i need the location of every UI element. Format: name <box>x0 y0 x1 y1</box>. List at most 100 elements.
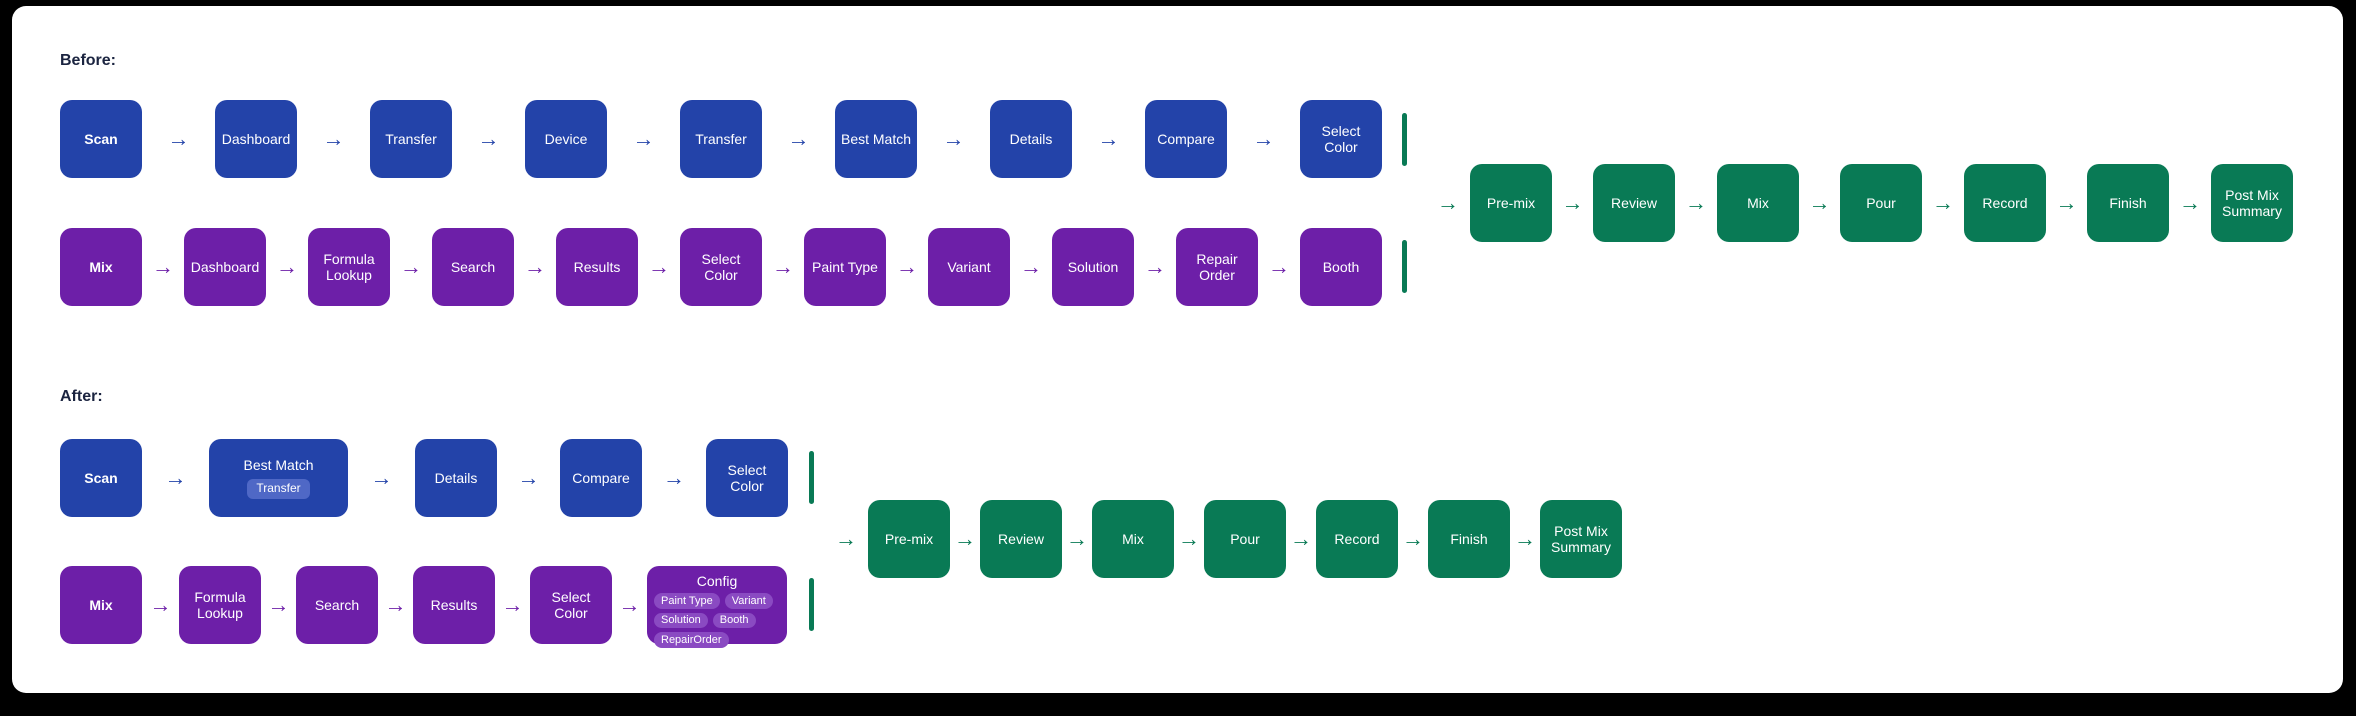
flow-node-search[interactable]: Search <box>432 228 514 306</box>
flow-node-record[interactable]: Record <box>1316 500 1398 578</box>
flow-node-label: Mix <box>1747 194 1769 211</box>
flow-node-device[interactable]: Device <box>525 100 607 178</box>
arrow-right-icon: → <box>942 126 965 151</box>
flow-node-finish[interactable]: Finish <box>1428 500 1510 578</box>
flow-node-compare[interactable]: Compare <box>1145 100 1227 178</box>
flow-node-formula-lookup[interactable]: Formula Lookup <box>179 566 261 644</box>
flow-node-compare[interactable]: Compare <box>560 439 642 517</box>
flow-node-booth[interactable]: Booth <box>1300 228 1382 306</box>
flow-node-pre-mix[interactable]: Pre-mix <box>1470 164 1552 242</box>
flow-node-mix[interactable]: Mix <box>60 228 142 306</box>
flow-node-solution[interactable]: Solution <box>1052 228 1134 306</box>
merge-bar <box>1402 240 1407 293</box>
flow-node-scan[interactable]: Scan <box>60 100 142 178</box>
flow-node-label: Search <box>314 596 360 613</box>
flow-node-mix[interactable]: Mix <box>1717 164 1799 242</box>
flow-node-label: Results <box>573 258 621 275</box>
arrow-right-icon: → <box>276 254 298 279</box>
flow-node-pour[interactable]: Pour <box>1840 164 1922 242</box>
node-badge-solution: Solution <box>654 612 708 629</box>
flow-node-details[interactable]: Details <box>990 100 1072 178</box>
flow-node-mix[interactable]: Mix <box>60 566 142 644</box>
flow-node-details[interactable]: Details <box>415 439 497 517</box>
flow-node-label: Transfer <box>385 130 437 147</box>
arrow-right-icon: → <box>648 254 670 279</box>
arrow-right-icon: → <box>524 254 546 279</box>
flow-node-label: Review <box>1611 194 1657 211</box>
flow-node-dashboard[interactable]: Dashboard <box>215 100 297 178</box>
flow-node-results[interactable]: Results <box>413 566 495 644</box>
node-badge-paint-type: Paint Type <box>654 593 720 609</box>
arrow-right-icon: → <box>1808 190 1831 215</box>
flow-node-label: Formula Lookup <box>194 588 246 621</box>
arrow-right-icon: → <box>167 126 190 151</box>
arrow-right-icon: → <box>1932 190 1954 215</box>
flow-node-select-color[interactable]: Select Color <box>680 228 762 306</box>
flow-node-scan[interactable]: Scan <box>60 439 142 517</box>
flow-node-label: Solution <box>1067 258 1119 275</box>
flow-node-variant[interactable]: Variant <box>928 228 1010 306</box>
flow-node-label: Config <box>696 573 738 589</box>
flow-node-results[interactable]: Results <box>556 228 638 306</box>
flow-node-formula-lookup[interactable]: Formula Lookup <box>308 228 390 306</box>
flow-node-label: Results <box>430 596 478 613</box>
arrow-right-icon: → <box>896 254 918 279</box>
flow-node-record[interactable]: Record <box>1964 164 2046 242</box>
flow-node-search[interactable]: Search <box>296 566 378 644</box>
flow-node-label: Mix <box>89 596 113 613</box>
flow-node-pre-mix[interactable]: Pre-mix <box>868 500 950 578</box>
flow-node-label: Finish <box>1450 530 1488 547</box>
flow-node-label: Pour <box>1230 530 1260 547</box>
flow-node-review[interactable]: Review <box>1593 164 1675 242</box>
arrow-right-icon: → <box>1252 126 1275 151</box>
flow-node-label: Finish <box>2109 194 2147 211</box>
flow-node-label: Variant <box>947 258 991 275</box>
flow-node-mix[interactable]: Mix <box>1092 500 1174 578</box>
merge-bar <box>809 451 814 504</box>
flow-node-best-match[interactable]: Best Match <box>835 100 917 178</box>
flow-node-label: Record <box>1334 530 1380 547</box>
node-badge-variant: Variant <box>724 593 773 609</box>
arrow-right-icon: → <box>2055 190 2078 215</box>
arrow-right-icon: → <box>772 254 794 279</box>
flow-node-label: Record <box>1982 194 2028 211</box>
flow-node-post-mix-summary[interactable]: Post Mix Summary <box>2211 164 2293 242</box>
flow-node-pour[interactable]: Pour <box>1204 500 1286 578</box>
arrow-right-icon: → <box>322 126 345 151</box>
arrow-right-icon: → <box>1685 190 1707 215</box>
arrow-right-icon: → <box>370 465 393 490</box>
flow-node-label: Search <box>450 258 496 275</box>
flow-node-review[interactable]: Review <box>980 500 1062 578</box>
flow-node-select-color[interactable]: Select Color <box>530 566 612 644</box>
flow-node-finish[interactable]: Finish <box>2087 164 2169 242</box>
flow-node-label: Best Match <box>840 130 912 147</box>
flow-node-label: Repair Order <box>1196 250 1238 283</box>
flow-node-paint-type[interactable]: Paint Type <box>804 228 886 306</box>
flow-node-transfer[interactable]: Transfer <box>370 100 452 178</box>
arrow-right-icon: → <box>663 465 685 490</box>
arrow-right-icon: → <box>384 592 407 617</box>
arrow-right-icon: → <box>787 126 810 151</box>
flow-node-post-mix-summary[interactable]: Post Mix Summary <box>1540 500 1622 578</box>
flow-node-select-color[interactable]: Select Color <box>1300 100 1382 178</box>
arrow-right-icon: → <box>267 592 290 617</box>
arrow-right-icon: → <box>1268 254 1290 279</box>
flow-node-label: Details <box>1009 130 1053 147</box>
arrow-right-icon: → <box>1097 126 1120 151</box>
flow-node-label: Select Color <box>1321 122 1361 155</box>
flow-node-repair-order[interactable]: Repair Order <box>1176 228 1258 306</box>
flow-node-label: Device <box>544 130 588 147</box>
section-label-after: After: <box>60 388 103 405</box>
arrow-right-icon: → <box>618 592 641 617</box>
merge-bar <box>809 578 814 631</box>
flow-node-select-color[interactable]: Select Color <box>706 439 788 517</box>
node-badge-booth: Booth <box>712 612 756 629</box>
flow-node-label: Pour <box>1866 194 1896 211</box>
flow-node-label: Dashboard <box>190 258 260 275</box>
flow-node-transfer[interactable]: Transfer <box>680 100 762 178</box>
flow-node-dashboard[interactable]: Dashboard <box>184 228 266 306</box>
node-badge-repairorder: RepairOrder <box>654 632 729 649</box>
